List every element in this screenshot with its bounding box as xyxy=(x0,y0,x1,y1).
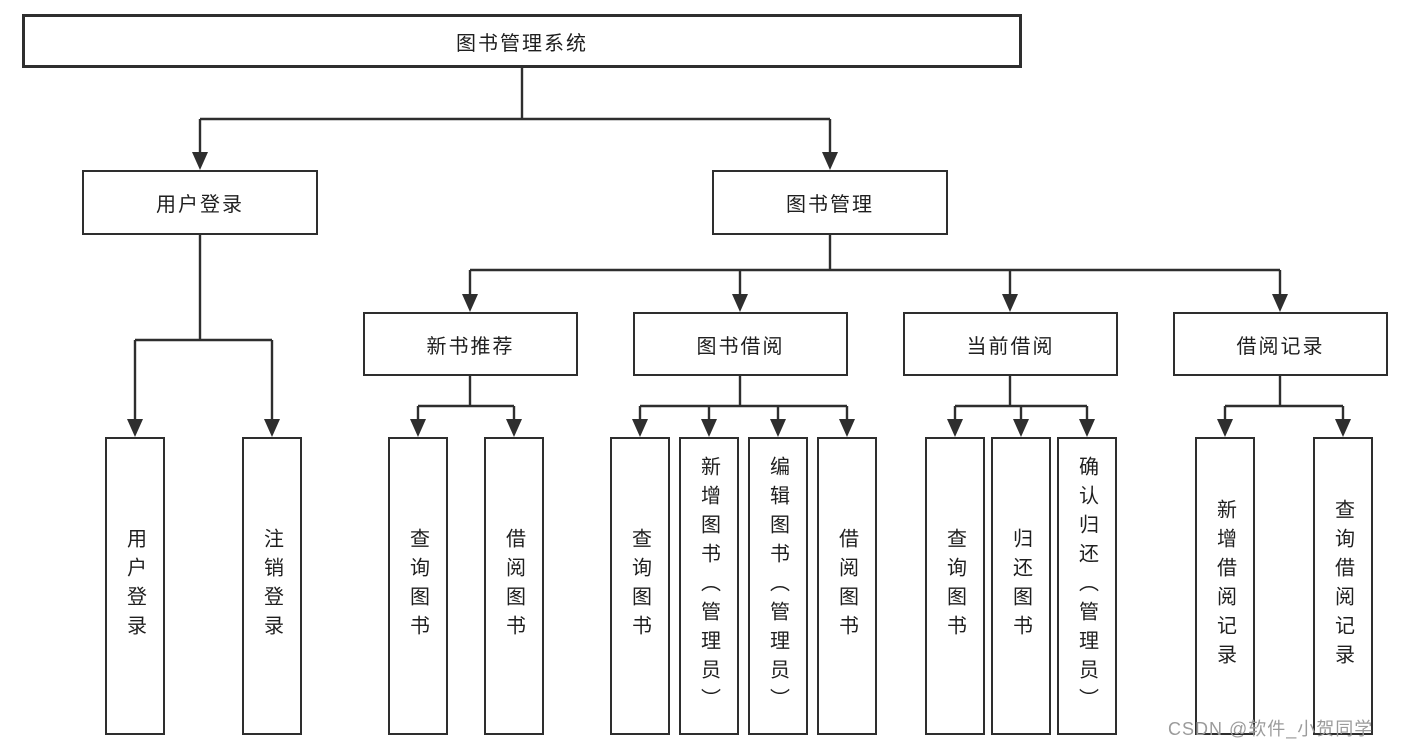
leaf-borrow-books: 借阅图书 xyxy=(817,437,877,735)
leaf-logout: 注销登录 xyxy=(242,437,302,735)
leaf-logout-label: 注销登录 xyxy=(260,528,283,644)
node-new-book-recommend: 新书推荐 xyxy=(363,312,578,376)
edge-current-borrow-to-leaves xyxy=(947,376,1095,437)
connector-line xyxy=(468,235,1282,296)
node-book-management-label: 图书管理 xyxy=(786,194,874,216)
connector-line xyxy=(638,376,849,421)
connector-line xyxy=(133,235,274,421)
connector-line xyxy=(1223,376,1345,421)
leaf-query-borrow-record: 查询借阅记录 xyxy=(1313,437,1373,735)
node-book-borrow: 图书借阅 xyxy=(633,312,848,376)
edge-root-to-level2 xyxy=(192,68,838,170)
node-borrow-records-label: 借阅记录 xyxy=(1236,335,1325,358)
node-library-management-system-label: 图书管理系统 xyxy=(456,32,588,55)
arrowhead-down-icon xyxy=(462,294,1288,312)
leaf-add-book-admin: 新增图书（管理员） xyxy=(679,437,739,735)
leaf-add-borrow-record: 新增借阅记录 xyxy=(1195,437,1255,735)
edge-borrow-records-to-leaves xyxy=(1217,376,1351,437)
arrowhead-down-icon xyxy=(1217,419,1351,437)
leaf-add-book-admin-label: 新增图书（管理员） xyxy=(697,455,720,717)
leaf-user-login-label: 用户登录 xyxy=(123,528,146,644)
connector-line xyxy=(198,68,832,154)
leaf-query-books-current-label: 查询图书 xyxy=(943,528,966,644)
node-new-book-recommend-label: 新书推荐 xyxy=(426,335,515,358)
leaf-query-books-current: 查询图书 xyxy=(925,437,985,735)
node-library-management-system: 图书管理系统 xyxy=(22,14,1022,68)
leaf-borrow-books-label: 借阅图书 xyxy=(835,528,858,644)
leaf-return-book: 归还图书 xyxy=(991,437,1051,735)
node-borrow-records: 借阅记录 xyxy=(1173,312,1388,376)
edge-new-book-recommend-to-leaves xyxy=(410,376,522,437)
leaf-borrow-books-recommend-label: 借阅图书 xyxy=(502,528,525,644)
leaf-borrow-books-recommend: 借阅图书 xyxy=(484,437,544,735)
leaf-query-books-recommend-label: 查询图书 xyxy=(406,528,429,644)
arrowhead-down-icon xyxy=(127,419,280,437)
arrowhead-down-icon xyxy=(947,419,1095,437)
leaf-query-books-recommend: 查询图书 xyxy=(388,437,448,735)
csdn-watermark: CSDN @软件_小贺同学 xyxy=(1168,719,1374,739)
node-book-borrow-label: 图书借阅 xyxy=(696,335,785,358)
leaf-user-login: 用户登录 xyxy=(105,437,165,735)
leaf-confirm-return-admin: 确认归还（管理员） xyxy=(1057,437,1117,735)
leaf-query-books-borrow: 查询图书 xyxy=(610,437,670,735)
node-user-login: 用户登录 xyxy=(82,170,318,235)
leaf-return-book-label: 归还图书 xyxy=(1009,528,1032,644)
edge-book-borrow-to-leaves xyxy=(632,376,855,437)
arrowhead-down-icon xyxy=(192,152,838,170)
connector-line xyxy=(416,376,516,421)
node-book-management: 图书管理 xyxy=(712,170,948,235)
node-current-borrow: 当前借阅 xyxy=(903,312,1118,376)
arrowhead-down-icon xyxy=(632,419,855,437)
leaf-confirm-return-admin-label: 确认归还（管理员） xyxy=(1075,455,1098,717)
edge-book-management-to-level3 xyxy=(462,235,1288,312)
leaf-query-books-borrow-label: 查询图书 xyxy=(628,528,651,644)
leaf-edit-book-admin: 编辑图书（管理员） xyxy=(748,437,808,735)
node-current-borrow-label: 当前借阅 xyxy=(966,335,1055,358)
edge-user-login-to-leaves xyxy=(127,235,280,437)
leaf-add-borrow-record-label: 新增借阅记录 xyxy=(1213,499,1236,673)
leaf-query-borrow-record-label: 查询借阅记录 xyxy=(1331,499,1354,673)
leaf-edit-book-admin-label: 编辑图书（管理员） xyxy=(766,455,789,717)
arrowhead-down-icon xyxy=(410,419,522,437)
connector-line xyxy=(953,376,1089,421)
node-user-login-label: 用户登录 xyxy=(156,194,244,216)
